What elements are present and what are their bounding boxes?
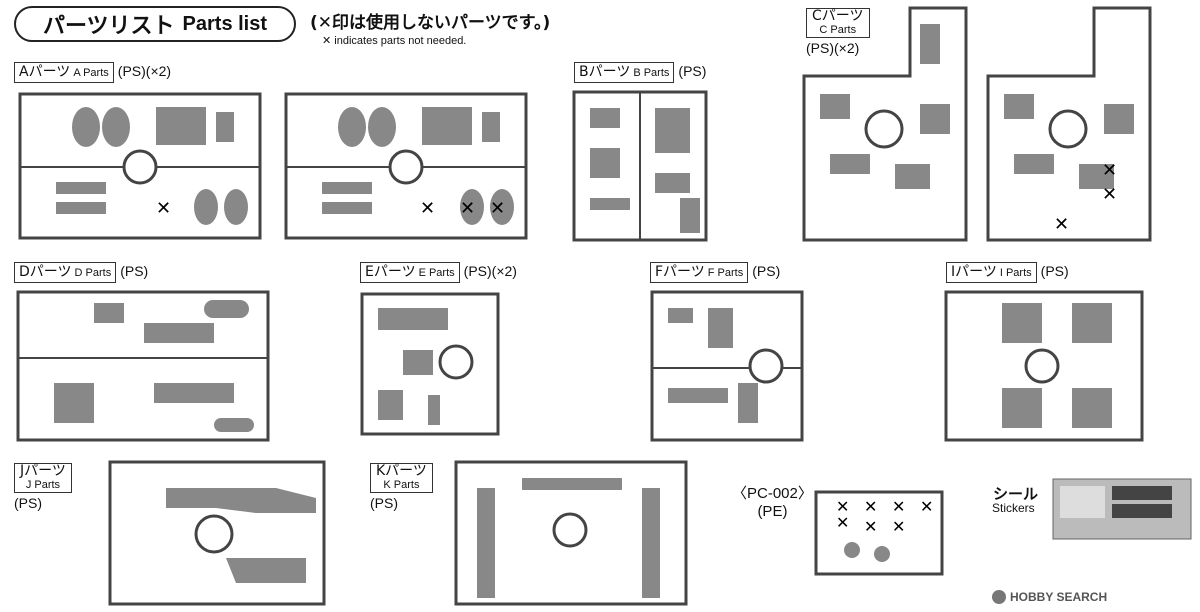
sprue-c-1 xyxy=(800,4,970,244)
label-pc-002: 〈PC-002〉 (PE) xyxy=(732,485,813,520)
svg-text:✕: ✕ xyxy=(490,198,505,219)
svg-text:✕: ✕ xyxy=(892,497,905,516)
stickers-label-en: Stickers xyxy=(992,501,1035,515)
sprue-f xyxy=(648,288,812,444)
sticker-sheet xyxy=(1052,478,1192,540)
svg-text:✕: ✕ xyxy=(864,497,877,516)
sprue-b xyxy=(570,88,710,244)
svg-text:✕: ✕ xyxy=(420,198,435,219)
svg-text:✕: ✕ xyxy=(1054,214,1069,235)
parts-list-title: パーツリスト Parts list xyxy=(14,6,296,42)
note-ja: (✕印は使用しないパーツです。) xyxy=(310,13,551,33)
sprue-i xyxy=(942,288,1148,444)
note-en: ✕ indicates parts not needed. xyxy=(322,35,467,47)
watermark: HOBBY SEARCH xyxy=(992,590,1107,604)
svg-text:✕: ✕ xyxy=(864,517,877,536)
svg-text:✕: ✕ xyxy=(836,497,849,516)
svg-text:✕: ✕ xyxy=(892,517,905,536)
title-ja: パーツリスト xyxy=(42,14,175,39)
sprue-c-2: ✕ ✕ ✕ xyxy=(984,4,1154,244)
sprue-a-1: ✕ xyxy=(16,92,264,242)
svg-text:✕: ✕ xyxy=(156,198,171,219)
svg-text:✕: ✕ xyxy=(1102,184,1117,205)
sprue-a-2: ✕ ✕ ✕ xyxy=(282,92,530,242)
svg-text:✕: ✕ xyxy=(460,198,475,219)
svg-text:✕: ✕ xyxy=(1102,160,1117,181)
stickers-label-ja: シール xyxy=(993,485,1039,503)
title-en: Parts list xyxy=(182,12,268,35)
sprue-j xyxy=(106,458,328,608)
svg-text:✕: ✕ xyxy=(836,513,849,532)
sprue-e xyxy=(358,290,514,442)
hobby-search-logo-icon xyxy=(992,590,1006,604)
svg-text:✕: ✕ xyxy=(920,497,933,516)
sprue-pc-002: ✕ ✕ ✕ ✕ ✕ ✕ ✕ xyxy=(812,488,946,578)
sprue-d xyxy=(14,288,272,444)
sprue-k xyxy=(452,458,690,608)
